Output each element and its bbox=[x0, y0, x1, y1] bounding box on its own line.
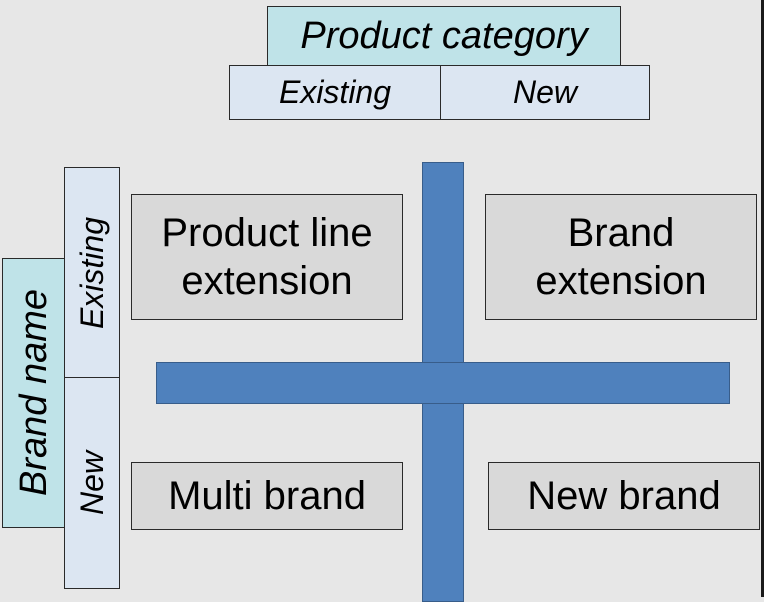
cell-brand-extension-label: Brand extension bbox=[535, 211, 707, 303]
row-existing-label: Existing bbox=[73, 216, 110, 330]
row-existing-header: Existing bbox=[64, 167, 120, 379]
row-new-label: New bbox=[73, 450, 110, 515]
cell-product-line-extension: Product line extension bbox=[131, 194, 403, 320]
column-existing-label: Existing bbox=[278, 74, 392, 110]
cross-horizontal-bar bbox=[156, 362, 730, 404]
cell-multi-brand-label: Multi brand bbox=[168, 474, 366, 518]
column-new-label: New bbox=[512, 74, 577, 110]
brand-name-label: Brand name bbox=[13, 289, 55, 497]
product-category-label: Product category bbox=[300, 14, 588, 57]
cell-new-brand-label: New brand bbox=[527, 474, 721, 518]
column-new-header: New bbox=[440, 65, 650, 120]
row-new-header: New bbox=[64, 377, 120, 589]
cell-brand-extension: Brand extension bbox=[485, 194, 757, 320]
cell-new-brand: New brand bbox=[488, 462, 760, 530]
brand-name-header: Brand name bbox=[2, 258, 67, 528]
column-existing-header: Existing bbox=[229, 65, 441, 120]
product-category-header: Product category bbox=[267, 6, 621, 66]
cell-product-line-extension-label: Product line extension bbox=[161, 211, 373, 303]
cell-multi-brand: Multi brand bbox=[131, 462, 403, 530]
window-edge bbox=[761, 0, 764, 597]
